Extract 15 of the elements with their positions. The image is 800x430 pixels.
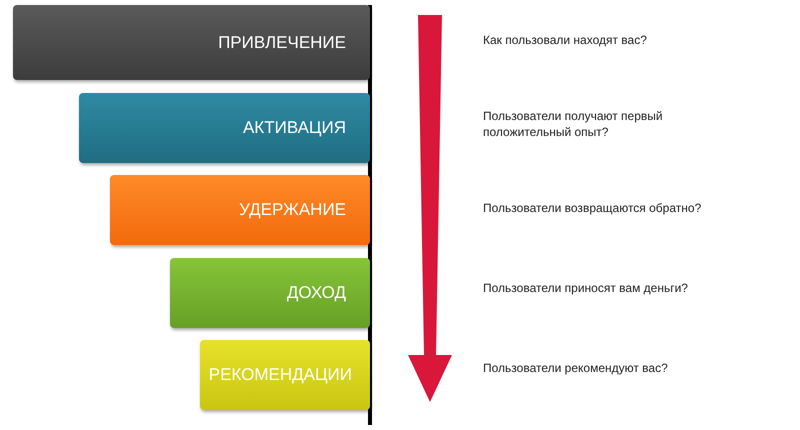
question-text: Как пользовали находят вас? bbox=[483, 32, 648, 48]
funnel-stage-bar bbox=[170, 258, 370, 328]
funnel-stage-bar bbox=[79, 93, 370, 163]
question-text: Пользователи приносят вам деньги? bbox=[483, 280, 689, 296]
stage-label: РЕКОМЕНДАЦИИ bbox=[208, 365, 352, 385]
question-text: Пользователи получают первый положительный опыт? bbox=[483, 108, 664, 140]
question-text: Пользователи рекомендуют вас? bbox=[483, 360, 669, 376]
stage-label: УДЕРЖАНИЕ bbox=[239, 200, 346, 220]
stage-label: ПРИВЛЕЧЕНИЕ bbox=[218, 32, 346, 52]
stage-label: ДОХОД bbox=[286, 283, 346, 303]
funnel-stage-bar bbox=[13, 5, 370, 80]
question-text: Пользователи возвращаются обратно? bbox=[483, 200, 702, 216]
funnel-stage-bar bbox=[200, 340, 370, 410]
stage-label: АКТИВАЦИЯ bbox=[242, 118, 346, 138]
funnel-stage-bar bbox=[110, 175, 370, 245]
